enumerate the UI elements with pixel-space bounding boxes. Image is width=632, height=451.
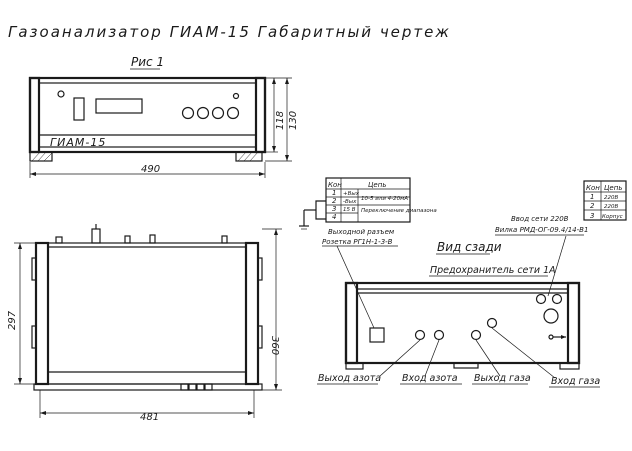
front-right-rail (254, 76, 267, 154)
rear-foot-right (559, 362, 580, 370)
dim-481: 481 (140, 412, 159, 423)
top-button-3 (196, 383, 205, 391)
top-body (47, 242, 247, 385)
top-view: 481 297 360 (7, 224, 282, 423)
output-socket-part: Розетка РГ1Н-1-3-В (322, 238, 393, 246)
label-gas-out: Выход газа (474, 373, 531, 384)
rear-right-rail (566, 281, 581, 365)
label-nitrogen-out: Выход азота (318, 373, 381, 384)
foot-right (235, 151, 263, 162)
rear-connector-1 (55, 236, 63, 244)
top-right-rail (244, 241, 260, 386)
top-button-4 (204, 383, 213, 391)
power-plug-label: Вилка РМД-ОГ-09.4/14-В1 (495, 226, 588, 234)
power-row-3-circuit: Корпус (602, 214, 623, 220)
front-panel (38, 82, 257, 148)
contact-row-4-num: 4 (332, 213, 336, 221)
contact-table-header-num: Кон (328, 181, 342, 189)
dim-490: 490 (141, 164, 160, 175)
contact-row-2-circuit: -Вых (343, 199, 357, 205)
port-gas-in (486, 317, 498, 329)
rear-view-caption: Вид сзади (437, 240, 502, 254)
display-window (95, 98, 143, 114)
front-handle (73, 97, 85, 121)
rear-view: Вид сзади Предохранитель сети 1А Выход а… (317, 235, 600, 388)
output-socket (369, 327, 385, 343)
device-label: ГИАМ-15 (50, 136, 106, 149)
top-button-2 (188, 383, 197, 391)
front-left-rail (28, 76, 41, 154)
output-socket-title: Выходной разъем (328, 228, 395, 236)
power-table: Кон Цепь 1 220В 2 220В 3 Корпус Ввод сет… (495, 180, 627, 236)
contact-row-2-num: 2 (332, 197, 337, 205)
rear-left-rail (344, 281, 359, 365)
front-indicator (57, 90, 65, 98)
rear-connector-3 (124, 235, 131, 244)
port-nitrogen-in (433, 329, 445, 341)
power-row-3-num: 3 (590, 212, 594, 220)
dim-118: 118 (275, 111, 286, 130)
rear-connector-2 (91, 228, 101, 244)
bracket-left-1 (31, 257, 37, 281)
contact-row-3-num: 3 (332, 205, 336, 213)
button-2 (196, 106, 210, 120)
figure-caption: Рис 1 (131, 55, 164, 69)
fuse-label: Предохранитель сети 1А (430, 265, 556, 276)
front-screw (232, 92, 240, 100)
power-table-header-circuit: Цепь (604, 184, 622, 192)
contact-note-2: Переключение диапазона (361, 208, 437, 214)
contact-row-1-circuit: +Вых (343, 191, 360, 197)
label-nitrogen-in: Вход азота (402, 373, 458, 384)
rear-connector-4 (149, 234, 156, 244)
contact-table-header-circuit: Цепь (368, 181, 386, 189)
power-inlet (543, 308, 559, 324)
label-gas-in: Вход газа (551, 376, 600, 387)
top-front-edge (33, 383, 263, 391)
contact-row-1-num: 1 (332, 189, 336, 197)
contact-note-1: 10-5 или 4-20мА (361, 196, 408, 202)
rear-foot-left (345, 362, 364, 370)
rear-foot-center (453, 362, 479, 369)
power-row-2-num: 2 (590, 202, 595, 210)
dim-360: 360 (269, 336, 280, 355)
fuse-holder-2 (551, 293, 563, 305)
button-1 (181, 106, 195, 120)
power-input-label: Ввод сети 220В (511, 215, 569, 223)
foot-left (29, 151, 53, 162)
dim-130: 130 (288, 111, 299, 130)
fuse-holder-1 (535, 293, 547, 305)
port-nitrogen-out (414, 329, 426, 341)
power-row-1-circuit: 220В (604, 195, 618, 201)
power-table-header-num: Кон (586, 184, 600, 192)
button-4 (226, 106, 240, 120)
bracket-left-2 (31, 325, 37, 349)
front-view: ГИАМ-15 490 118 130 (28, 76, 299, 178)
port-gas-out (470, 329, 482, 341)
bracket-right-1 (257, 257, 263, 281)
power-row-2-circuit: 220В (604, 204, 618, 210)
output-contact-table: Кон Цепь 1 +Вых 2 -Вых 3 15 В 4 10-5 или… (299, 177, 437, 247)
top-left-rail (34, 241, 50, 386)
contact-row-3-circuit: 15 В (343, 207, 356, 213)
top-button-1 (180, 383, 189, 391)
rear-connector-5 (221, 235, 228, 244)
power-row-1-num: 1 (590, 193, 594, 201)
dim-297: 297 (7, 310, 18, 330)
button-3 (211, 106, 225, 120)
bracket-right-2 (257, 325, 263, 349)
drawing-title: Газоанализатор ГИАМ-15 Габаритный чертеж (8, 23, 451, 41)
